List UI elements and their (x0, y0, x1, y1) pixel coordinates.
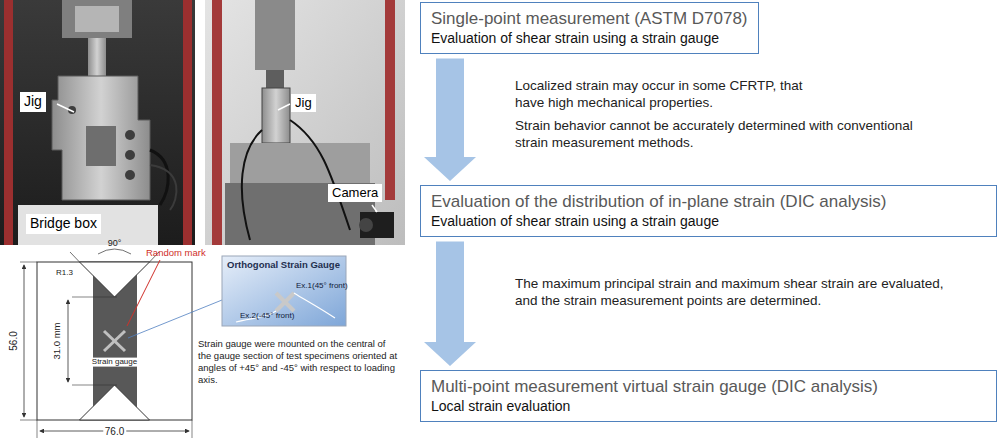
part-label: Strain gauge (90, 358, 139, 367)
test-photo-right-part (290, 120, 350, 230)
test-photo-left-part (57, 104, 74, 112)
box-heading: Evaluation of the distribution of in-pla… (431, 191, 986, 212)
specimen-drawing-part (20, 262, 37, 263)
dimension: 56.0 (8, 329, 19, 352)
part-label: Camera (328, 184, 382, 202)
process-box: Evaluation of the distribution of in-pla… (420, 185, 997, 237)
gauge-inset-part (276, 293, 294, 311)
specimen-drawing-part (80, 262, 150, 297)
radius-label: R1.3 (56, 268, 73, 278)
caption-note: Strain gauge were mounted on the central… (198, 338, 398, 386)
gauge-inset (222, 256, 346, 326)
process-box: Multi-point measurement virtual strain g… (420, 370, 997, 422)
test-photo-left-part (0, 0, 195, 245)
specimen-drawing-part (72, 385, 117, 386)
box-heading: Single-point measurement (ASTM D7078) (431, 8, 748, 29)
test-photo-right-part (372, 205, 377, 212)
test-photo-left-part (88, 38, 106, 78)
test-photo-left-part (125, 170, 135, 180)
gauge-label: Ex.1(45° front) (296, 281, 348, 291)
process-box: Single-point measurement (ASTM D7078)Eva… (420, 2, 759, 54)
specimen-drawing-part (104, 331, 125, 351)
part-label: Jig (20, 92, 46, 112)
test-photo-right-part (205, 0, 405, 245)
dimension: 76.0 (103, 426, 126, 437)
box-heading: Multi-point measurement virtual strain g… (431, 376, 986, 397)
test-photo-right-part (266, 70, 284, 90)
callout-label: Random mark (146, 247, 206, 259)
test-photo-right-part (360, 212, 394, 238)
test-photo-right-part (385, 0, 395, 200)
test-photo-left (0, 0, 195, 245)
test-photo-left-part (183, 0, 192, 245)
test-photo-right-part (255, 0, 295, 70)
test-photo-left-part (62, 0, 132, 38)
specimen-drawing-part (98, 249, 131, 254)
note: Strain behavior cannot be accurately det… (515, 118, 935, 152)
inset-title: Orthogonal Strain Gauge (227, 259, 340, 271)
gauge-inset-part (294, 293, 335, 318)
dimension: 31.0 mm (52, 321, 62, 362)
note: Localized strain may occur in some CFRTP… (515, 78, 815, 112)
specimen-drawing-part (37, 262, 192, 420)
gauge-inset-part (276, 293, 294, 311)
specimen-drawing-part (24, 265, 25, 417)
test-photo-right-part (212, 0, 222, 245)
gauge-inset-part (222, 256, 346, 326)
test-photo-right-part (359, 218, 373, 232)
box-body: Local strain evaluation (431, 397, 986, 415)
box-body: Evaluation of shear strain using a strai… (431, 29, 748, 47)
specimen-drawing-part (37, 420, 38, 438)
angle-label: 90° (108, 239, 122, 249)
test-photo-left-part (86, 126, 116, 166)
test-photo-right (205, 0, 405, 245)
test-photo-left-part (125, 150, 135, 160)
specimen-drawing (20, 249, 222, 438)
specimen-drawing-part (192, 420, 193, 438)
test-photo-right-part (278, 104, 290, 110)
box-body: Evaluation of shear strain using a strai… (431, 212, 986, 230)
specimen-drawing-part (127, 260, 160, 326)
test-photo-left-part (150, 165, 177, 210)
test-photo-left-part (150, 150, 168, 205)
specimen-drawing-part (104, 331, 125, 351)
test-photo-left-part (125, 130, 135, 140)
block-arrow (424, 58, 476, 181)
test-photo-right-part (242, 130, 262, 240)
block-arrow (424, 241, 476, 366)
test-photo-left-part (52, 76, 150, 200)
part-label: Jig (291, 94, 316, 112)
specimen-drawing-part (72, 297, 117, 298)
specimen-drawing-part (70, 252, 80, 262)
test-photo-left-part (18, 205, 158, 245)
note: The maximum principal strain and maximum… (515, 276, 945, 310)
test-photo-left-part (4, 0, 13, 245)
gauge-label: Ex.2(-45° front) (240, 311, 294, 321)
test-photo-left-part (75, 6, 119, 32)
specimen-drawing-part (20, 420, 37, 421)
specimen-drawing-part (68, 300, 69, 382)
test-photo-right-part (262, 88, 290, 143)
test-photo-right-part (230, 143, 370, 183)
part-label: Bridge box (26, 214, 101, 234)
specimen-drawing-part (80, 385, 150, 420)
specimen-drawing-part (128, 300, 222, 338)
